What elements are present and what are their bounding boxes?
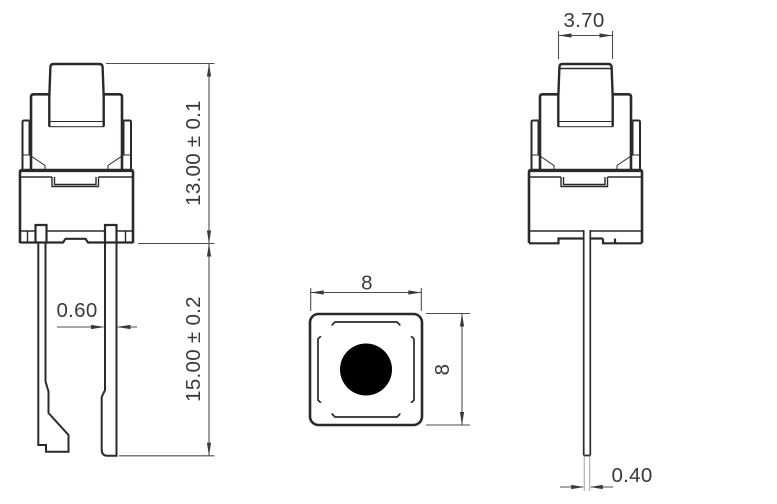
arrow-right-icon xyxy=(91,324,105,330)
arrow-up-icon xyxy=(206,243,212,257)
extension-lines xyxy=(106,62,215,457)
center-pin xyxy=(582,230,592,457)
pin-length-label: 15.00 ± 0.2 xyxy=(182,296,205,402)
pin-extension-lines xyxy=(583,455,591,491)
extension-lines xyxy=(310,288,470,426)
front-dimensions: 13.00 ± 0.1 15.00 ± 0.2 0.60 xyxy=(56,62,215,457)
arrow-down-icon xyxy=(206,230,212,244)
corner-hole-icon xyxy=(403,406,414,416)
arrow-down-icon xyxy=(459,412,465,425)
arrow-right-icon xyxy=(571,484,585,490)
base-bottom-edge xyxy=(20,237,133,244)
side-base-bottom xyxy=(529,67,642,457)
top-view: 8 8 xyxy=(308,272,470,427)
base-bottom-edge xyxy=(529,237,642,245)
side-body xyxy=(527,62,644,245)
top-width-label: 8 xyxy=(361,272,373,295)
pin-thickness-label: 0.40 xyxy=(611,464,652,487)
front-view: 13.00 ± 0.1 15.00 ± 0.2 0.60 xyxy=(18,62,215,457)
arrow-left-icon xyxy=(116,324,131,330)
side-view: 3.70 0.40 xyxy=(527,9,652,491)
side-dimensions: 3.70 0.40 xyxy=(557,9,652,491)
corner-hole-icon xyxy=(318,323,329,333)
arrow-down-icon xyxy=(206,442,212,456)
button-inner xyxy=(343,347,389,392)
arrow-up-icon xyxy=(459,313,465,327)
stem-width-label: 3.70 xyxy=(563,9,604,32)
top-depth-label: 8 xyxy=(431,364,454,376)
arrow-left-icon xyxy=(589,484,603,490)
arrow-left-icon xyxy=(310,290,324,295)
front-body xyxy=(18,62,135,245)
body-height-label: 13.00 ± 0.1 xyxy=(182,100,205,206)
top-dimensions: 8 8 xyxy=(310,272,470,426)
arrow-left-icon xyxy=(558,33,572,38)
arrow-right-icon xyxy=(599,33,613,38)
pin-right xyxy=(100,242,118,457)
base-square xyxy=(308,312,424,427)
pin-width-label: 0.60 xyxy=(56,299,97,322)
base-plate-line xyxy=(20,230,133,243)
front-base-bottom xyxy=(20,223,133,457)
pin-left xyxy=(37,242,70,453)
pin-shoulder-left xyxy=(34,223,48,244)
corner-hole-icon xyxy=(318,406,329,416)
corner-hole-icon xyxy=(403,323,414,333)
pin-shoulder-right xyxy=(103,223,118,244)
arrow-up-icon xyxy=(206,63,212,77)
arrow-right-icon xyxy=(408,290,422,295)
